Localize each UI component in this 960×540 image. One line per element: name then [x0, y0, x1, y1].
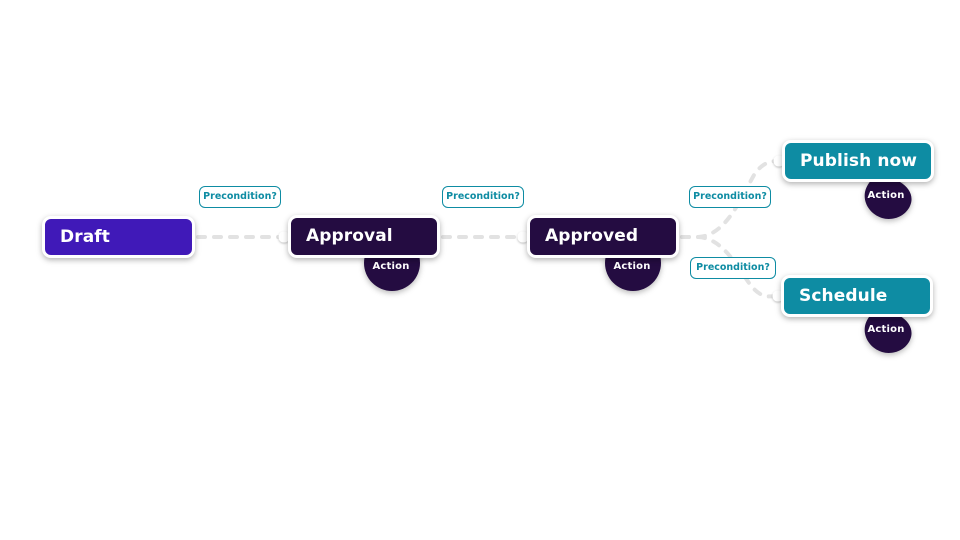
precondition-pill-approved-schedule[interactable]: Precondition?	[690, 257, 776, 279]
node-schedule[interactable]: Schedule	[781, 275, 933, 317]
node-publish-now-label: Publish now	[800, 150, 918, 171]
precondition-label: Precondition?	[203, 191, 277, 203]
node-draft[interactable]: Draft	[42, 216, 195, 258]
node-approval[interactable]: Approval	[288, 215, 440, 258]
node-schedule-label: Schedule	[799, 285, 888, 306]
precondition-pill-approved-publish[interactable]: Precondition?	[689, 186, 771, 208]
precondition-label: Precondition?	[446, 191, 520, 203]
node-publish-now[interactable]: Publish now	[782, 140, 934, 182]
precondition-label: Precondition?	[696, 262, 770, 274]
precondition-label: Precondition?	[693, 191, 767, 203]
node-approved[interactable]: Approved	[527, 215, 679, 258]
precondition-pill-draft-approval[interactable]: Precondition?	[199, 186, 281, 208]
node-draft-label: Draft	[60, 226, 110, 247]
node-approved-label: Approved	[545, 226, 639, 246]
precondition-pill-approval-approved[interactable]: Precondition?	[442, 186, 524, 208]
node-approval-label: Approval	[306, 226, 393, 246]
